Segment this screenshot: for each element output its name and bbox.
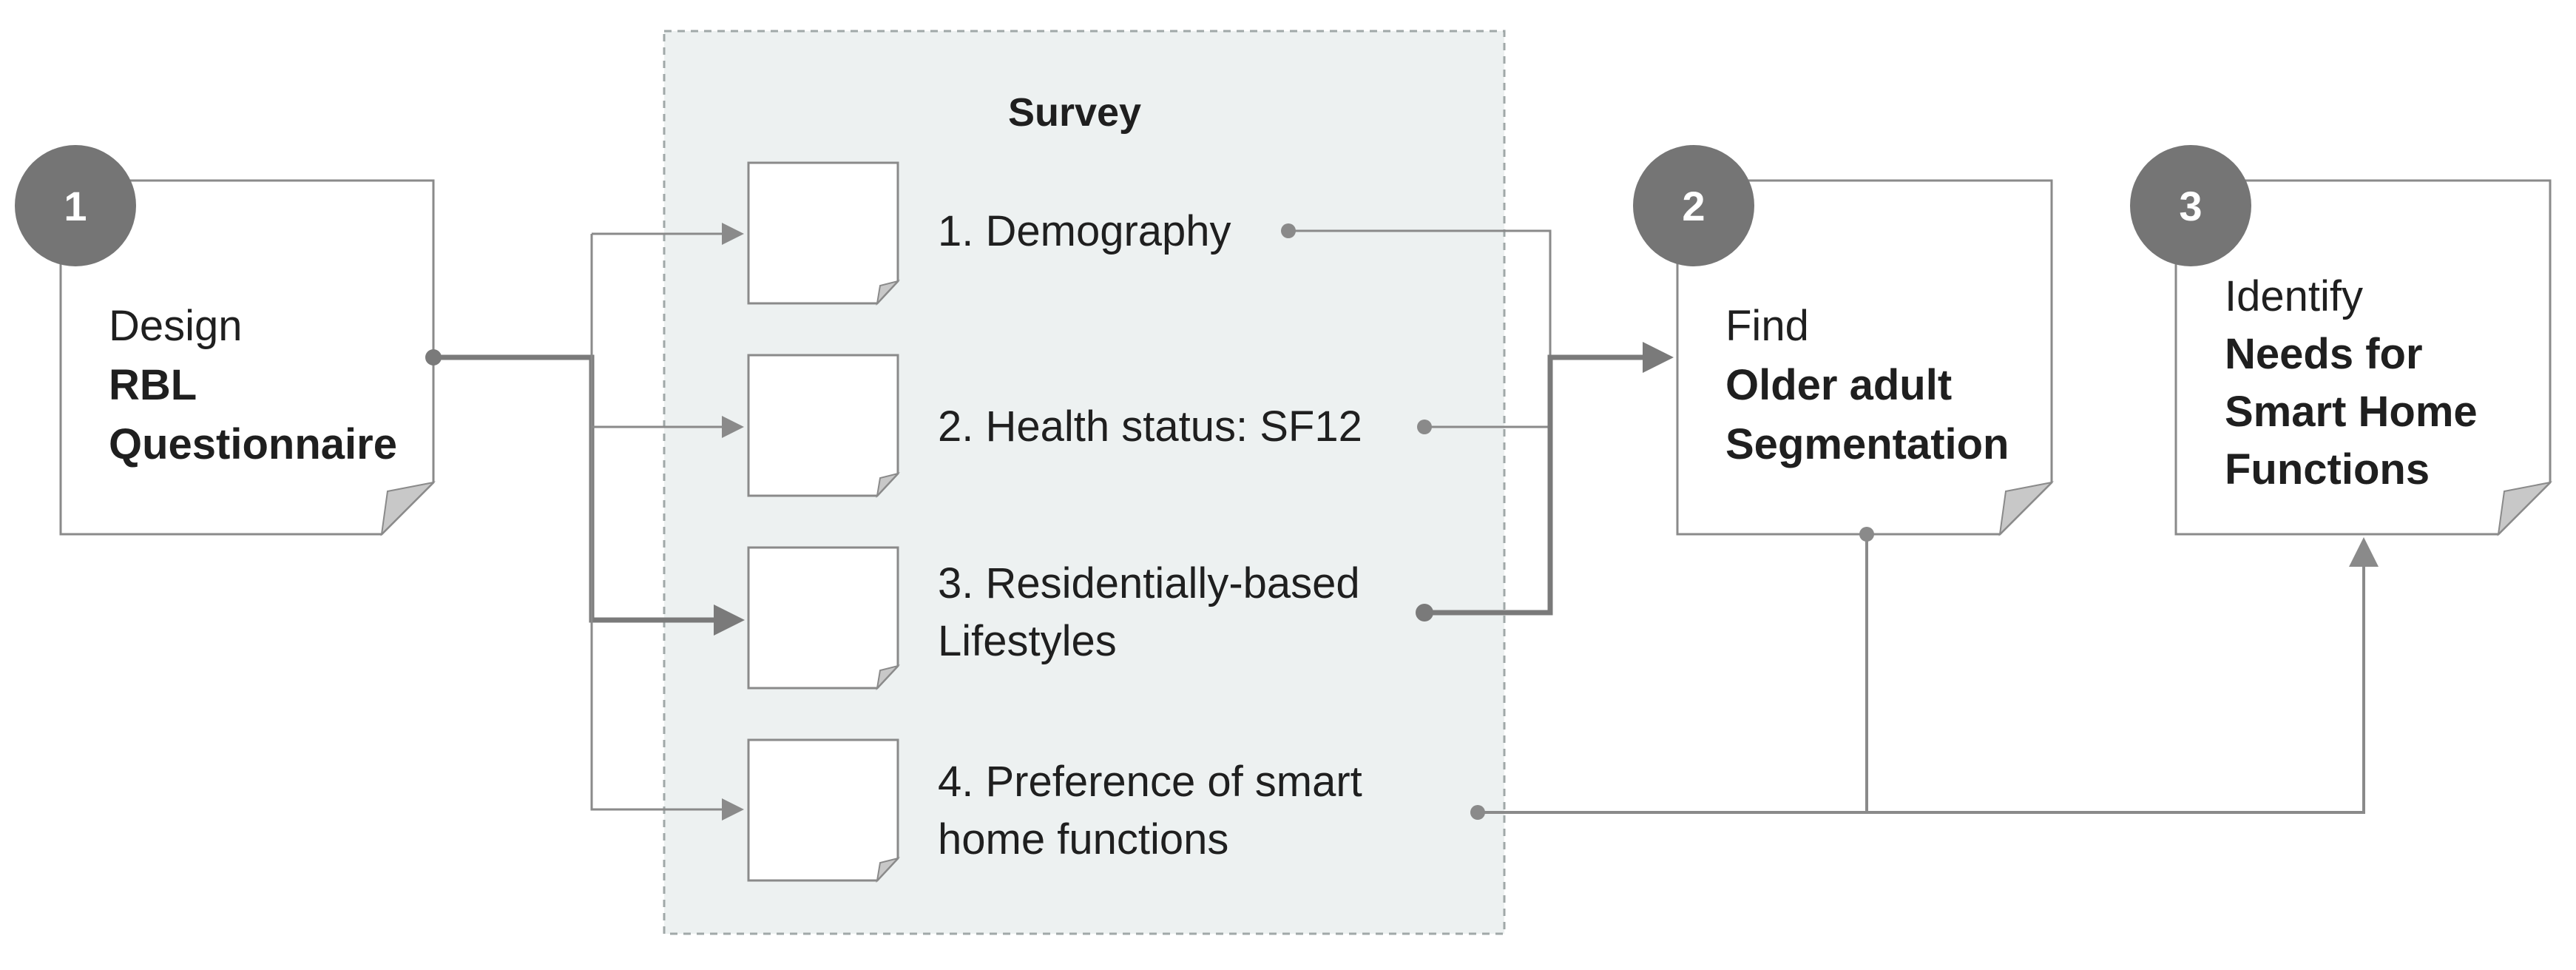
survey-item-4-label-line1: 4. Preference of smart <box>938 758 1362 806</box>
step-3-badge <box>2130 145 2251 266</box>
survey-item-card-4 <box>747 738 901 883</box>
survey-item-1-label: 1. Demography <box>938 207 1231 255</box>
step-2-bold-line1: Older adult <box>1725 361 1952 409</box>
step-3-verb: Identify <box>2225 272 2363 320</box>
step-2-badge <box>1633 145 1754 266</box>
step-2-verb: Find <box>1725 302 1809 350</box>
step-1-number: 1 <box>64 183 87 229</box>
step-1-badge <box>15 145 136 266</box>
step-1-bold-line1: RBL <box>109 361 197 409</box>
survey-item-4-label-line2: home functions <box>938 815 1228 863</box>
survey-item-3-label-line2: Lifestyles <box>938 617 1117 665</box>
step-2-bold-line2: Segmentation <box>1725 420 2009 468</box>
survey-title: Survey <box>1008 90 1141 135</box>
survey-item-3-label-line1: 3. Residentially-based <box>938 559 1360 607</box>
step-1-card <box>59 179 436 536</box>
survey-item-card-3 <box>747 546 901 691</box>
step-3-bold-line3: Functions <box>2225 445 2430 494</box>
step-3-bold-line2: Smart Home <box>2225 388 2478 436</box>
survey-item-card-1 <box>747 161 901 306</box>
step-3-number: 3 <box>2179 183 2202 229</box>
connector-survey-to-step2 <box>1281 223 1674 622</box>
step-1-bold-line2: Questionnaire <box>109 420 397 468</box>
step-1-verb: Design <box>109 302 243 350</box>
step-2-number: 2 <box>1682 183 1705 229</box>
connector-to-step3 <box>1470 527 2379 820</box>
connector-step1-to-survey <box>425 223 745 821</box>
step-2-card <box>1676 179 2055 536</box>
step-3-card <box>2174 179 2553 536</box>
survey-item-card-2 <box>747 354 901 499</box>
step-3-bold-line1: Needs for <box>2225 330 2423 378</box>
survey-item-2-label: 2. Health status: SF12 <box>938 403 1362 451</box>
